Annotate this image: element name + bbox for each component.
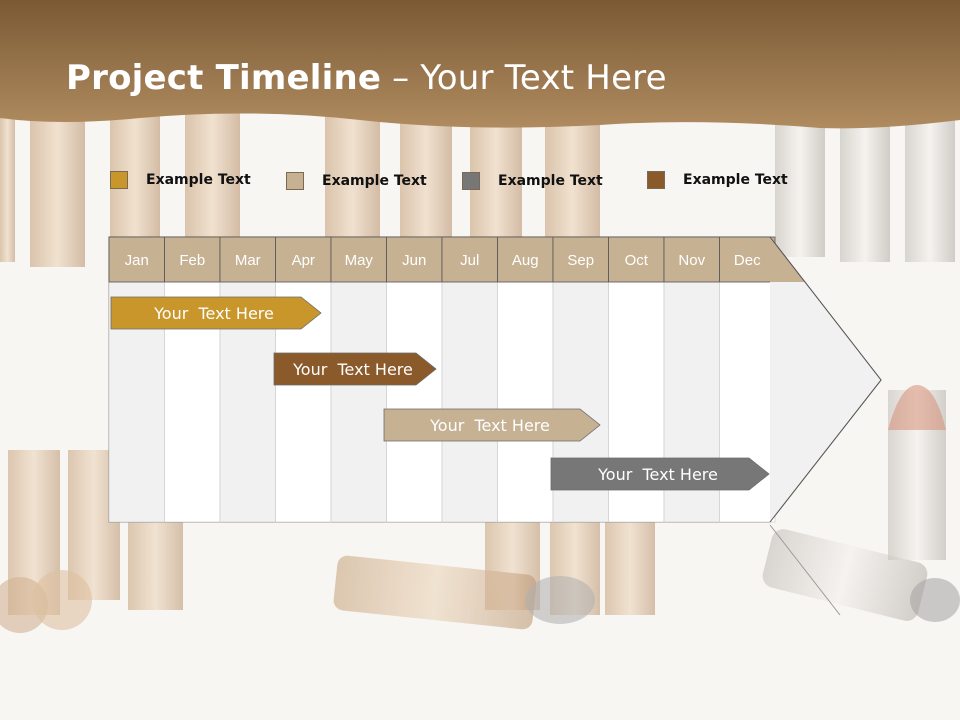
month-label: Jun (402, 252, 426, 269)
title-rest: – Your Text Here (381, 58, 667, 98)
month-label: Jul (460, 252, 479, 269)
task-bar (273, 352, 437, 386)
legend-swatch (462, 172, 480, 190)
legend-label: Example Text (146, 172, 251, 188)
legend-item: Example Text (647, 171, 788, 189)
month-header-cell (386, 236, 443, 283)
month-header-cell (497, 236, 554, 283)
task-label: Your Text Here (153, 304, 274, 323)
month-label: Apr (292, 252, 315, 269)
task-bar (110, 296, 322, 330)
legend-swatch (286, 172, 304, 190)
month-header-cell (164, 236, 221, 283)
legend-item: Example Text (110, 171, 251, 189)
month-label: Aug (512, 252, 539, 269)
legend-item: Example Text (462, 172, 603, 190)
month-label: Dec (734, 252, 761, 269)
task-bar (550, 457, 770, 491)
task-label: Your Text Here (429, 416, 550, 435)
arrow-edge (769, 236, 882, 523)
page-title: Project Timeline – Your Text Here (66, 58, 667, 98)
arrow-body (770, 282, 881, 522)
month-label: Mar (235, 252, 261, 269)
month-header-cell (275, 236, 332, 283)
legend-swatch (110, 171, 128, 189)
month-column (441, 281, 498, 523)
legend-item: Example Text (286, 172, 427, 190)
title-bold: Project Timeline (66, 58, 382, 98)
legend-swatch (647, 171, 665, 189)
task-label: Your Text Here (292, 360, 413, 379)
task-label: Your Text Here (597, 465, 718, 484)
arrow-shadow-line (769, 524, 841, 616)
month-header-cell (108, 236, 165, 283)
legend-label: Example Text (683, 172, 788, 188)
month-header-cell (608, 236, 665, 283)
month-column (497, 281, 554, 523)
legend-label: Example Text (322, 173, 427, 189)
month-column (386, 281, 443, 523)
month-header-cell (552, 236, 609, 283)
month-header-cell (663, 236, 720, 283)
month-header-cell (219, 236, 276, 283)
month-label: Nov (678, 252, 705, 269)
month-header-cell (719, 236, 776, 283)
month-header-cell (441, 236, 498, 283)
month-label: Oct (625, 252, 649, 269)
month-column (330, 281, 387, 523)
month-label: Jan (125, 252, 149, 269)
month-label: Feb (179, 252, 205, 269)
month-label: Sep (567, 252, 594, 269)
month-label: May (345, 252, 374, 269)
task-bar (383, 408, 601, 442)
legend-label: Example Text (498, 173, 603, 189)
